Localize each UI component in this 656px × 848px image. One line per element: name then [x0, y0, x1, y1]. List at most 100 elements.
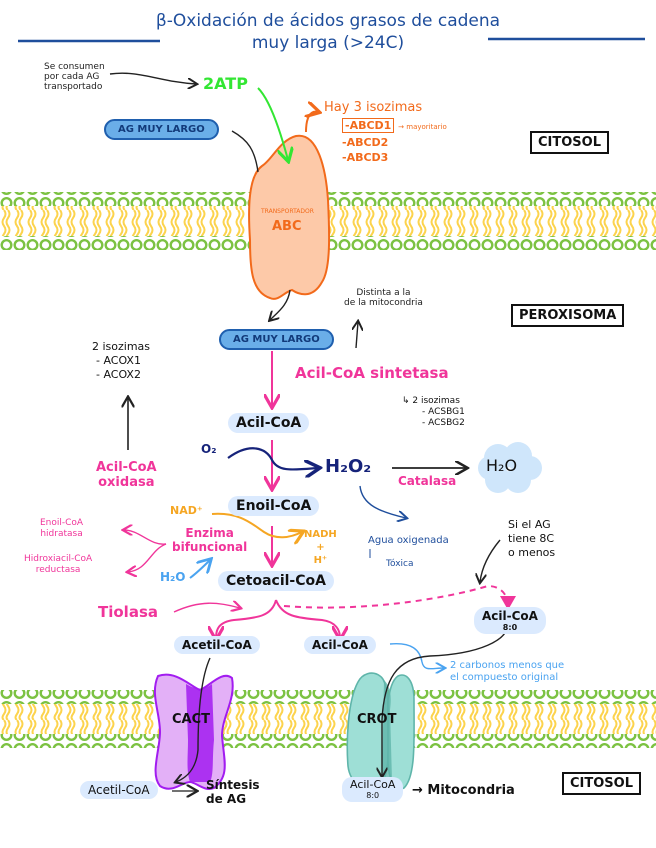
abc-isozymes-title: Hay 3 isozimas [324, 100, 423, 115]
isozyme-acox1: - ACOX1 [96, 354, 141, 367]
page-subtitle: muy larga (>24C) [251, 33, 405, 53]
carrier-crot-label: CROT [357, 712, 397, 727]
abc-transporter-shape [248, 134, 331, 300]
metabolite-enoil-coa: Enoil-CoA [228, 496, 320, 516]
isozyme-acox2: - ACOX2 [96, 368, 141, 381]
note-toxica: Tóxica [386, 559, 414, 569]
nad-to-nadh-arrow [211, 512, 302, 537]
major-note: → mayoritario [398, 123, 447, 131]
atp-label: 2ATP [203, 74, 248, 93]
ag-muy-largo-peroxisome: AG MUY LARGO [219, 329, 334, 350]
tiolasa-arrow [173, 603, 240, 613]
h2o-cloud [478, 442, 542, 493]
note-line: el compuesto original [450, 672, 559, 683]
atp-note-arrow [109, 72, 196, 84]
note-mitocondria: → Mitocondria [412, 783, 515, 798]
distinct-note-arrow [356, 322, 358, 349]
metabolite-cetoacil-coa: Cetoacil-CoA [218, 571, 334, 591]
o2-to-h2o2-arrow [227, 447, 318, 469]
metabolite-acil-coa-8: Acil-CoA 8:0 [474, 607, 546, 634]
acetilcoa-through-cact-arrow [176, 657, 211, 782]
enzyme-tiolasa: Tiolasa [98, 603, 158, 621]
enzyme-bifuncional: Enzima bifuncional [172, 526, 247, 554]
nadh-line: NADH [304, 529, 337, 540]
distinct-note: Distinta a la de la mitocondria [344, 288, 423, 308]
note-agua-oxigenada: Agua oxigenada [368, 535, 449, 546]
isozyme-abcd3: -ABCD3 [342, 151, 389, 164]
note-si-el-ag: Si el AG tiene 8C o menos [508, 518, 555, 560]
si-ag-arrow [480, 539, 501, 582]
split-to-acetilcoa [216, 599, 277, 638]
note-line: o menos [508, 546, 556, 559]
atp-arrow [257, 87, 288, 160]
transporter-small-label: TRANSPORTADOR [261, 208, 314, 215]
enzyme-line: Enzima [185, 526, 234, 540]
cofactor-o2: O₂ [201, 442, 217, 456]
bifunctional-to-reductasa-arrow [128, 543, 167, 572]
atp-note-line: por cada AG [44, 72, 100, 82]
abc-isozymes-list: -ABCD1 → mayoritario -ABCD2 -ABCD3 [342, 118, 447, 165]
cact-carrier [153, 673, 234, 790]
isozyme-acsbg2: - ACSBG2 [422, 418, 465, 428]
atp-note: Se consumen por cada AG transportado [44, 62, 105, 92]
cofactor-h2o2: H₂O₂ [325, 456, 372, 477]
enzyme-acil-coa-sintetasa: Acil-CoA sintetasa [295, 364, 449, 382]
acsbg-title: ↳ 2 isozimas [402, 396, 460, 406]
enzyme-line: oxidasa [98, 475, 155, 490]
enzyme-enoil-coa-hidratasa: Enoil-CoA hidratasa [40, 518, 83, 540]
isozyme-abcd1: -ABCD1 [342, 118, 395, 133]
note-line: Síntesis [206, 778, 260, 792]
enzyme-catalasa: Catalasa [398, 474, 457, 488]
split-to-acilcoa [275, 599, 340, 638]
cofactor-h2o-catalase: H₂O [486, 456, 518, 475]
metabolite-chain: 8:0 [366, 791, 380, 800]
metabolite-acetil-coa-out: Acetil-CoA [80, 781, 158, 799]
dos-carbonos-arrow [389, 643, 444, 669]
metabolite-acil-coa-8-out: Acil-CoA 8:0 [342, 777, 404, 802]
isozymes-arrow [306, 112, 318, 133]
nadh-line: + [316, 542, 325, 553]
metabolite-acetil-coa: Acetil-CoA [174, 636, 260, 654]
enzyme-hidroxiacil-coa-reductasa: Hidroxiacil-CoA reductasa [24, 554, 92, 576]
atp-note-line: transportado [44, 82, 103, 92]
enzyme-line: hidratasa [40, 529, 83, 539]
nadh-line: H⁺ [313, 555, 328, 566]
note-line: de AG [206, 792, 247, 806]
note-line: tiene 8C [508, 532, 555, 545]
enzyme-line: bifuncional [172, 540, 248, 554]
carrier-cact-label: CACT [172, 712, 211, 727]
enzyme-line: Hidroxiacil-CoA [24, 554, 93, 564]
acox-title: 2 isozimas [92, 340, 151, 353]
atp-note-line: Se consumen [44, 62, 105, 72]
enzyme-line: Enoil-CoA [40, 518, 84, 528]
dashed-to-acilcoa8 [283, 584, 516, 610]
metabolite-acil-coa-shortened: Acil-CoA [304, 636, 376, 654]
membrane-bottom [0, 690, 656, 748]
bifunctional-to-hidratasa-arrow [124, 530, 167, 545]
metabolite-name: Acil-CoA [482, 609, 538, 623]
metabolite-name: Acil-CoA [350, 778, 396, 791]
enzyme-line: Acil-CoA [96, 460, 157, 475]
acox-isozymes: 2 isozimas - ACOX1 - ACOX2 [92, 340, 150, 382]
acsbg-isozymes: ↳ 2 isozimas - ACSBG1 - ACSBG2 [402, 396, 465, 429]
note-dos-carbonos: 2 carbonos menos que el compuesto origin… [450, 660, 564, 684]
metabolite-acil-coa: Acil-CoA [228, 413, 310, 433]
acilcoa-through-crot-arrow [382, 623, 509, 776]
isozyme-acsbg1: - ACSBG1 [422, 407, 465, 417]
crot-carrier [346, 672, 415, 791]
note-line: 2 carbonos menos que [450, 660, 565, 671]
substrate-to-transporter-line [231, 130, 259, 173]
cofactor-h2o: H₂O [160, 570, 186, 584]
metabolite-chain: 8:0 [502, 623, 518, 632]
enzyme-acil-coa-oxidasa: Acil-CoA oxidasa [96, 460, 157, 490]
h2o2-to-note-arrow [359, 485, 406, 518]
h2o-arrow [189, 560, 210, 579]
compartment-citosol-top: CITOSOL [530, 131, 609, 154]
cofactor-nad: NAD⁺ [170, 504, 203, 517]
distinct-note-line: Distinta a la [356, 288, 411, 298]
note-line: Si el AG [508, 518, 551, 531]
ag-muy-largo-top: AG MUY LARGO [104, 119, 219, 140]
note-sintesis-ag: Síntesis de AG [206, 778, 260, 806]
cofactor-nadh: NADH + H⁺ [304, 528, 337, 567]
